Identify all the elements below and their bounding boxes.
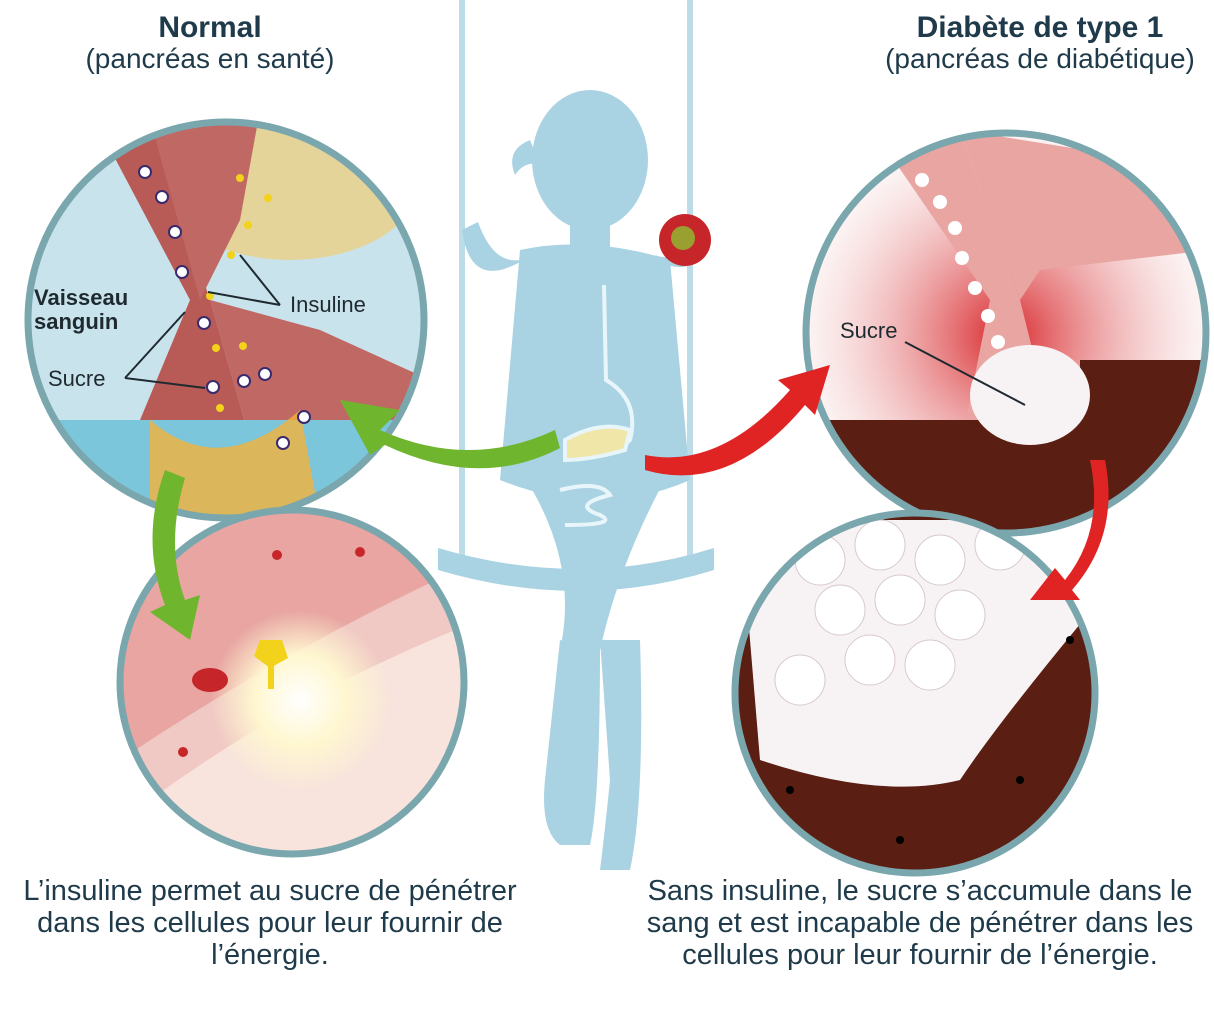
diabetes-cell-circle <box>730 510 1100 880</box>
girl-silhouette <box>462 90 705 870</box>
vessel-label: Vaisseau sanguin <box>34 286 144 334</box>
sugar-label-diabetes: Sucre <box>840 318 897 344</box>
diabetes-title: Diabète de type 1 <box>855 12 1214 44</box>
diabetes-caption: Sans insuline, le sucre s’accumule dans … <box>640 876 1200 972</box>
sugar-label-normal: Sucre <box>48 366 105 392</box>
diabetes-heading: Diabète de type 1 (pancréas de diabétiqu… <box>855 12 1214 73</box>
normal-title: Normal <box>30 12 390 44</box>
apple-icon <box>659 214 711 266</box>
normal-caption: L’insuline permet au sucre de pénétrer d… <box>10 876 530 972</box>
diabetes-subtitle: (pancréas de diabétique) <box>855 44 1214 73</box>
normal-subtitle: (pancréas en santé) <box>30 44 390 73</box>
normal-heading: Normal (pancréas en santé) <box>30 12 390 73</box>
insulin-label: Insuline <box>290 292 366 318</box>
